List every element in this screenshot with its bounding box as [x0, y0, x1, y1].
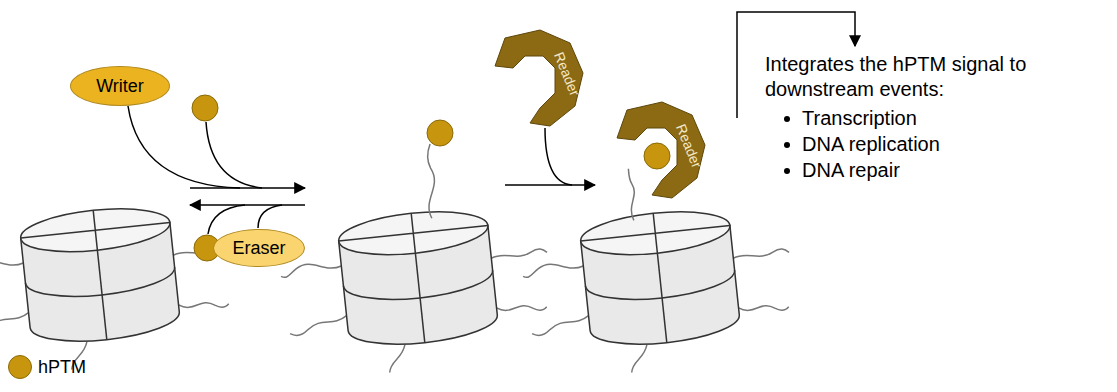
hptm-dot	[644, 143, 670, 169]
reader-protein: Reader	[607, 100, 707, 200]
bullet-dot	[784, 142, 790, 148]
nucleosome	[513, 153, 800, 383]
bullet-item: Transcription	[802, 106, 917, 131]
legend-text: hPTM	[38, 356, 86, 379]
eraser-ellipse: Eraser	[213, 229, 305, 267]
bullet-item: DNA replication	[802, 132, 940, 157]
node-label: Eraser	[232, 238, 285, 259]
node-label: Writer	[96, 76, 144, 97]
hptm-dot	[192, 95, 218, 121]
bullet-item: DNA repair	[802, 158, 900, 183]
legend-swatch	[8, 355, 32, 379]
reaction-arrows	[128, 12, 855, 234]
nucleosome	[269, 133, 558, 383]
hptm-dot	[427, 120, 453, 146]
note-text: Integrates the hPTM signal to downstream…	[765, 52, 1110, 102]
nucleosome	[0, 197, 240, 380]
bullet-dot	[784, 168, 790, 174]
writer-ellipse: Writer	[70, 66, 170, 106]
reader-protein: Reader	[485, 28, 585, 128]
bullet-dot	[784, 116, 790, 122]
